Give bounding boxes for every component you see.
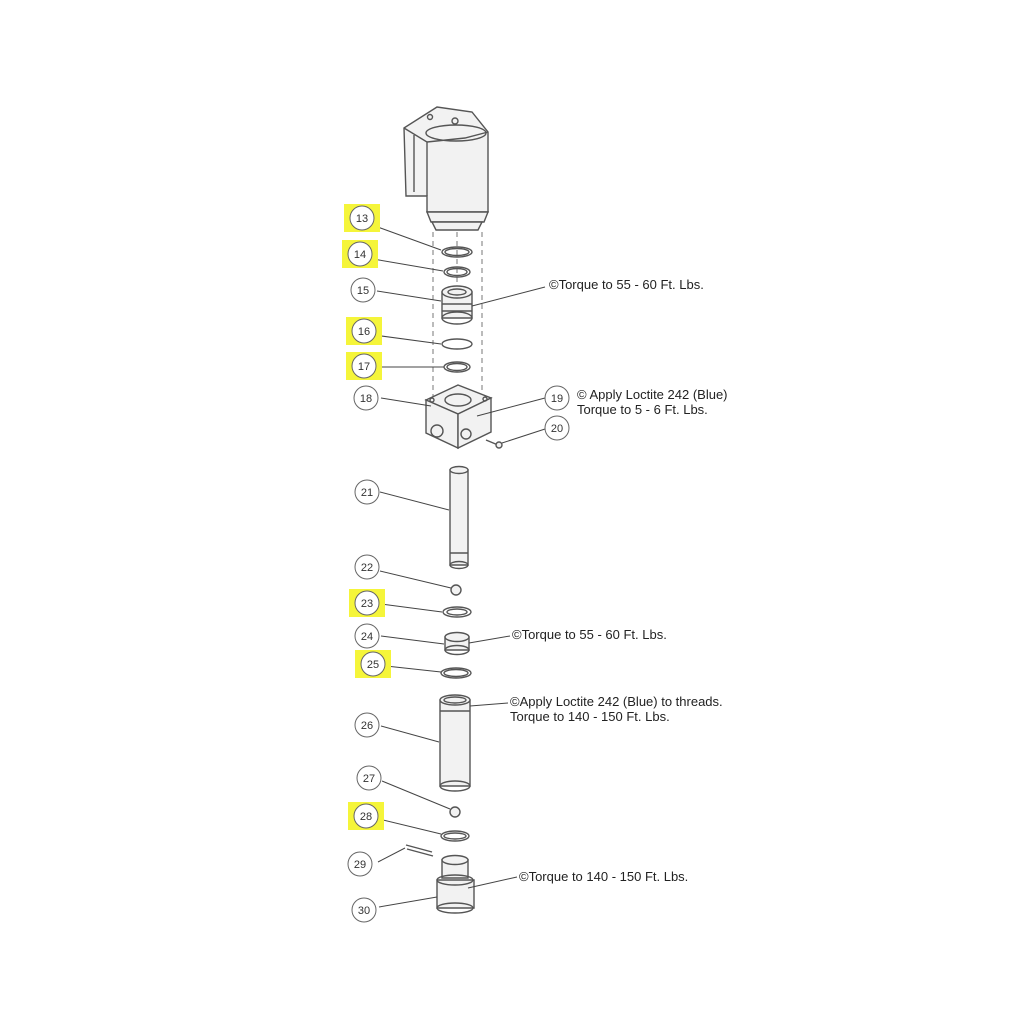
bubble-circle	[347, 241, 373, 267]
note-19-loctite: © Apply Loctite 242 (Blue) Torque to 5 -…	[577, 387, 731, 417]
bubble-circle	[347, 851, 373, 877]
bubble-circle	[354, 712, 380, 738]
leader-lines	[372, 225, 546, 908]
motor-housing	[403, 106, 490, 231]
bubble-circle	[354, 479, 380, 505]
bubble-circle	[349, 205, 375, 231]
bubble-number: 28	[360, 811, 372, 823]
bubble-circle	[354, 554, 380, 580]
callout-bubble-23: 23	[349, 589, 385, 617]
assembly-notes: ©Torque to 55 - 60 Ft. Lbs. © Apply Loct…	[510, 277, 731, 884]
callout-bubble-28: 28	[348, 802, 384, 830]
bubble-circle	[351, 318, 377, 344]
bubble-circle	[350, 277, 376, 303]
bubble-number: 21	[361, 487, 373, 499]
callout-bubble-14: 14	[342, 240, 378, 268]
callout-bubble-19: 19	[544, 385, 570, 411]
bubble-number: 29	[354, 859, 366, 871]
bubble-number: 13	[356, 213, 368, 225]
bubble-number: 26	[361, 720, 373, 732]
note-30-torque: ©Torque to 140 - 150 Ft. Lbs.	[519, 869, 688, 884]
bubble-number: 25	[367, 659, 379, 671]
callout-bubble-18: 18	[353, 385, 379, 411]
callout-bubble-16: 16	[346, 317, 382, 345]
bubble-number: 27	[363, 773, 375, 785]
callout-bubble-15: 15	[350, 277, 376, 303]
callout-bubble-22: 22	[354, 554, 380, 580]
note-26-loctite: ©Apply Loctite 242 (Blue) to threads. To…	[510, 694, 726, 724]
callout-bubbles: 13 14 15 16 17 18 19 20 21 22 23 24 25 26 27 28 29 30	[342, 204, 570, 923]
assembly-centerlines	[432, 232, 483, 398]
callout-bubble-29: 29	[347, 851, 373, 877]
bubble-number: 23	[361, 598, 373, 610]
bubble-number: 24	[361, 631, 373, 643]
bubble-number: 18	[360, 393, 372, 405]
bubble-circle	[356, 765, 382, 791]
bubble-circle	[353, 803, 379, 829]
callout-bubble-26: 26	[354, 712, 380, 738]
bubble-number: 14	[354, 249, 366, 261]
parts-stack	[405, 246, 503, 914]
bubble-circle	[354, 590, 380, 616]
callout-bubble-21: 21	[354, 479, 380, 505]
callout-bubble-25: 25	[355, 650, 391, 678]
callout-bubble-13: 13	[344, 204, 380, 232]
bubble-number: 20	[551, 423, 563, 435]
bubble-number: 17	[358, 361, 370, 373]
bubble-number: 16	[358, 326, 370, 338]
callout-bubble-24: 24	[354, 623, 380, 649]
callout-bubble-20: 20	[544, 415, 570, 441]
bubble-circle	[354, 623, 380, 649]
bubble-circle	[544, 385, 570, 411]
note-24-torque: ©Torque to 55 - 60 Ft. Lbs.	[512, 627, 667, 642]
bubble-number: 19	[551, 393, 563, 405]
bubble-circle	[351, 897, 377, 923]
callout-bubble-30: 30	[351, 897, 377, 923]
callout-bubble-27: 27	[356, 765, 382, 791]
note-15-torque: ©Torque to 55 - 60 Ft. Lbs.	[549, 277, 704, 292]
bubble-circle	[353, 385, 379, 411]
bubble-number: 30	[358, 905, 370, 917]
bubble-number: 22	[361, 562, 373, 574]
bubble-circle	[360, 651, 386, 677]
bubble-number: 15	[357, 285, 369, 297]
callout-bubble-17: 17	[346, 352, 382, 380]
bubble-circle	[351, 353, 377, 379]
bubble-circle	[544, 415, 570, 441]
